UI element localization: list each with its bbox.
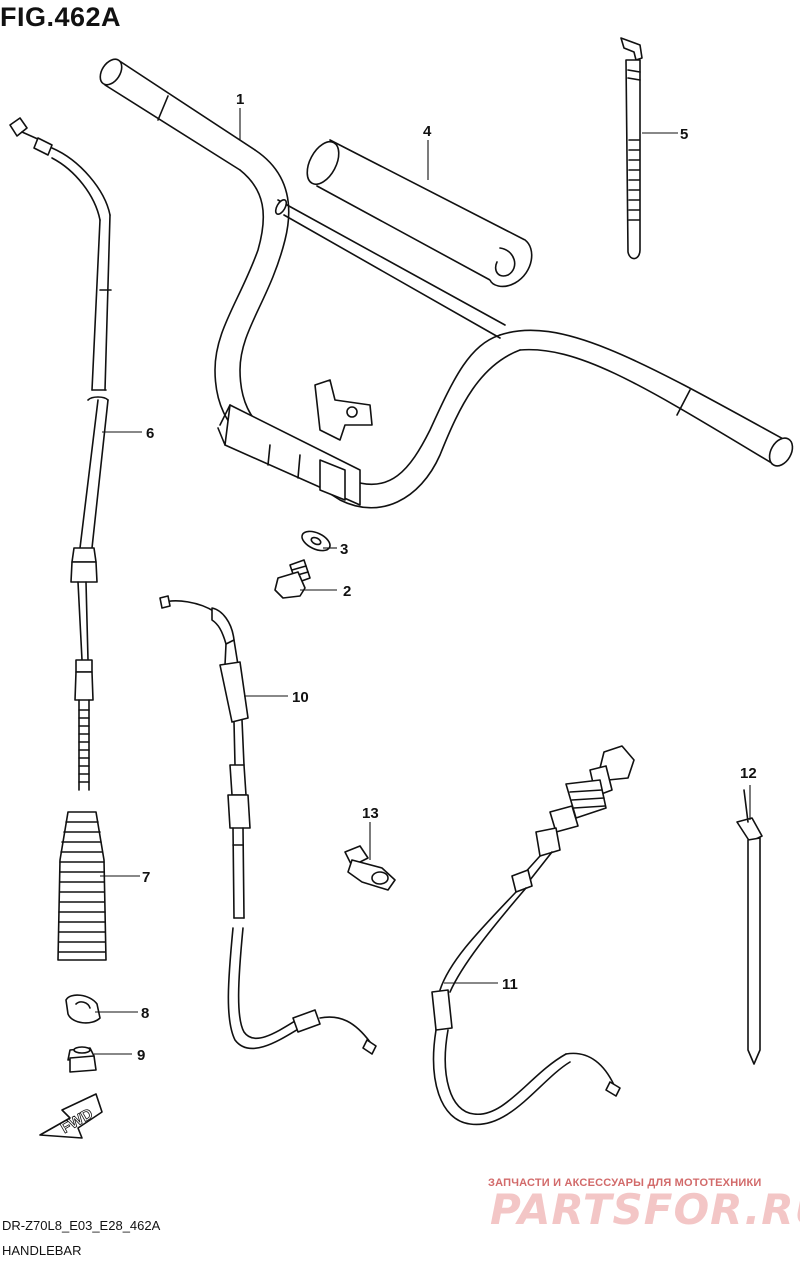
callout-3: 3 [340,541,348,558]
figure-code: DR-Z70L8_E03_E28_462A [2,1218,161,1233]
part-10-throttle-cable[interactable] [159,595,377,1055]
part-3-washer[interactable] [299,527,333,554]
part-5-cable-tie[interactable] [620,37,643,260]
part-6-clutch-cable[interactable] [9,117,112,791]
callout-1: 1 [236,91,244,108]
part-9-grommet[interactable] [67,1046,97,1073]
part-7-rubber-boot[interactable] [57,811,107,961]
callout-5: 5 [680,126,688,143]
watermark-brand: PARTSFOR.RU [490,1185,800,1234]
part-1-handlebar[interactable] [96,55,797,509]
part-12-cable-tie[interactable] [736,789,763,1065]
callout-2: 2 [343,583,351,600]
part-13-cable-holder[interactable] [344,845,396,891]
callout-6: 6 [146,425,154,442]
watermark-subtitle: ЗАПЧАСТИ И АКСЕССУАРЫ ДЛЯ МОТОТЕХНИКИ [488,1177,762,1189]
callout-4: 4 [423,123,432,140]
part-2-bolt[interactable] [274,559,311,599]
callout-9: 9 [137,1047,145,1064]
figure-name: HANDLEBAR [2,1243,82,1258]
part-8-clamp[interactable] [65,994,101,1024]
figure-title: FIG.462A [0,2,122,32]
callout-8: 8 [141,1005,149,1022]
leader-lines [94,108,751,1055]
part-11-choke-cable[interactable] [431,745,635,1126]
callout-10: 10 [292,689,309,706]
callout-11: 11 [502,976,518,993]
fwd-direction-arrow: FWD [39,1093,103,1139]
callout-13: 13 [362,805,379,822]
callout-7: 7 [142,869,150,886]
callout-12: 12 [740,765,757,782]
part-4-grip-pad[interactable] [301,137,533,288]
